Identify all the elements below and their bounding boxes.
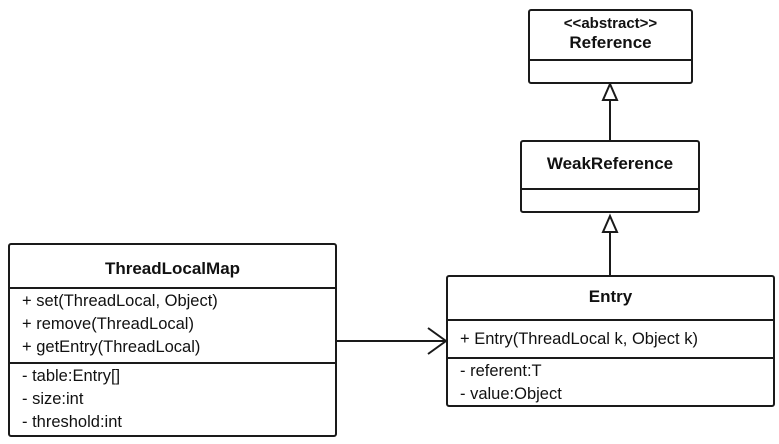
class-name: ThreadLocalMap — [104, 259, 241, 278]
class-reference[interactable]: <<abstract>> Reference — [528, 9, 693, 84]
class-weakreference-attributes — [522, 188, 698, 213]
class-name: Entry — [588, 287, 633, 306]
generalization-arrowhead-reference — [601, 81, 619, 101]
class-reference-attributes — [530, 59, 691, 84]
class-name: WeakReference — [546, 154, 674, 173]
class-reference-header: <<abstract>> Reference — [530, 11, 691, 59]
class-name: Reference — [569, 33, 652, 52]
class-threadlocalmap-methods: + set(ThreadLocal, Object) + remove(Thre… — [10, 287, 335, 362]
method-item: + remove(ThreadLocal) — [22, 315, 194, 333]
class-entry[interactable]: Entry + Entry(ThreadLocal k, Object k) -… — [446, 275, 775, 407]
class-threadlocalmap[interactable]: ThreadLocalMap + set(ThreadLocal, Object… — [8, 243, 337, 437]
class-weakreference-header: WeakReference — [522, 142, 698, 188]
stereotype-label: <<abstract>> — [563, 15, 658, 32]
class-entry-fields: - referent:T - value:Object — [448, 357, 773, 408]
field-item: - threshold:int — [22, 413, 122, 431]
class-threadlocalmap-fields: - table:Entry[] - size:int - threshold:i… — [10, 362, 335, 436]
field-item: - value:Object — [460, 385, 562, 403]
method-item: + set(ThreadLocal, Object) — [22, 292, 218, 310]
field-item: - table:Entry[] — [22, 367, 121, 385]
method-item: + Entry(ThreadLocal k, Object k) — [460, 330, 698, 348]
class-threadlocalmap-header: ThreadLocalMap — [10, 245, 335, 287]
field-item: - referent:T — [460, 362, 542, 380]
method-item: + getEntry(ThreadLocal) — [22, 338, 201, 356]
class-weakreference[interactable]: WeakReference — [520, 140, 700, 213]
field-item: - size:int — [22, 390, 84, 408]
generalization-arrowhead-weakreference — [601, 213, 619, 233]
class-entry-methods: + Entry(ThreadLocal k, Object k) — [448, 319, 773, 357]
class-entry-header: Entry — [448, 277, 773, 319]
